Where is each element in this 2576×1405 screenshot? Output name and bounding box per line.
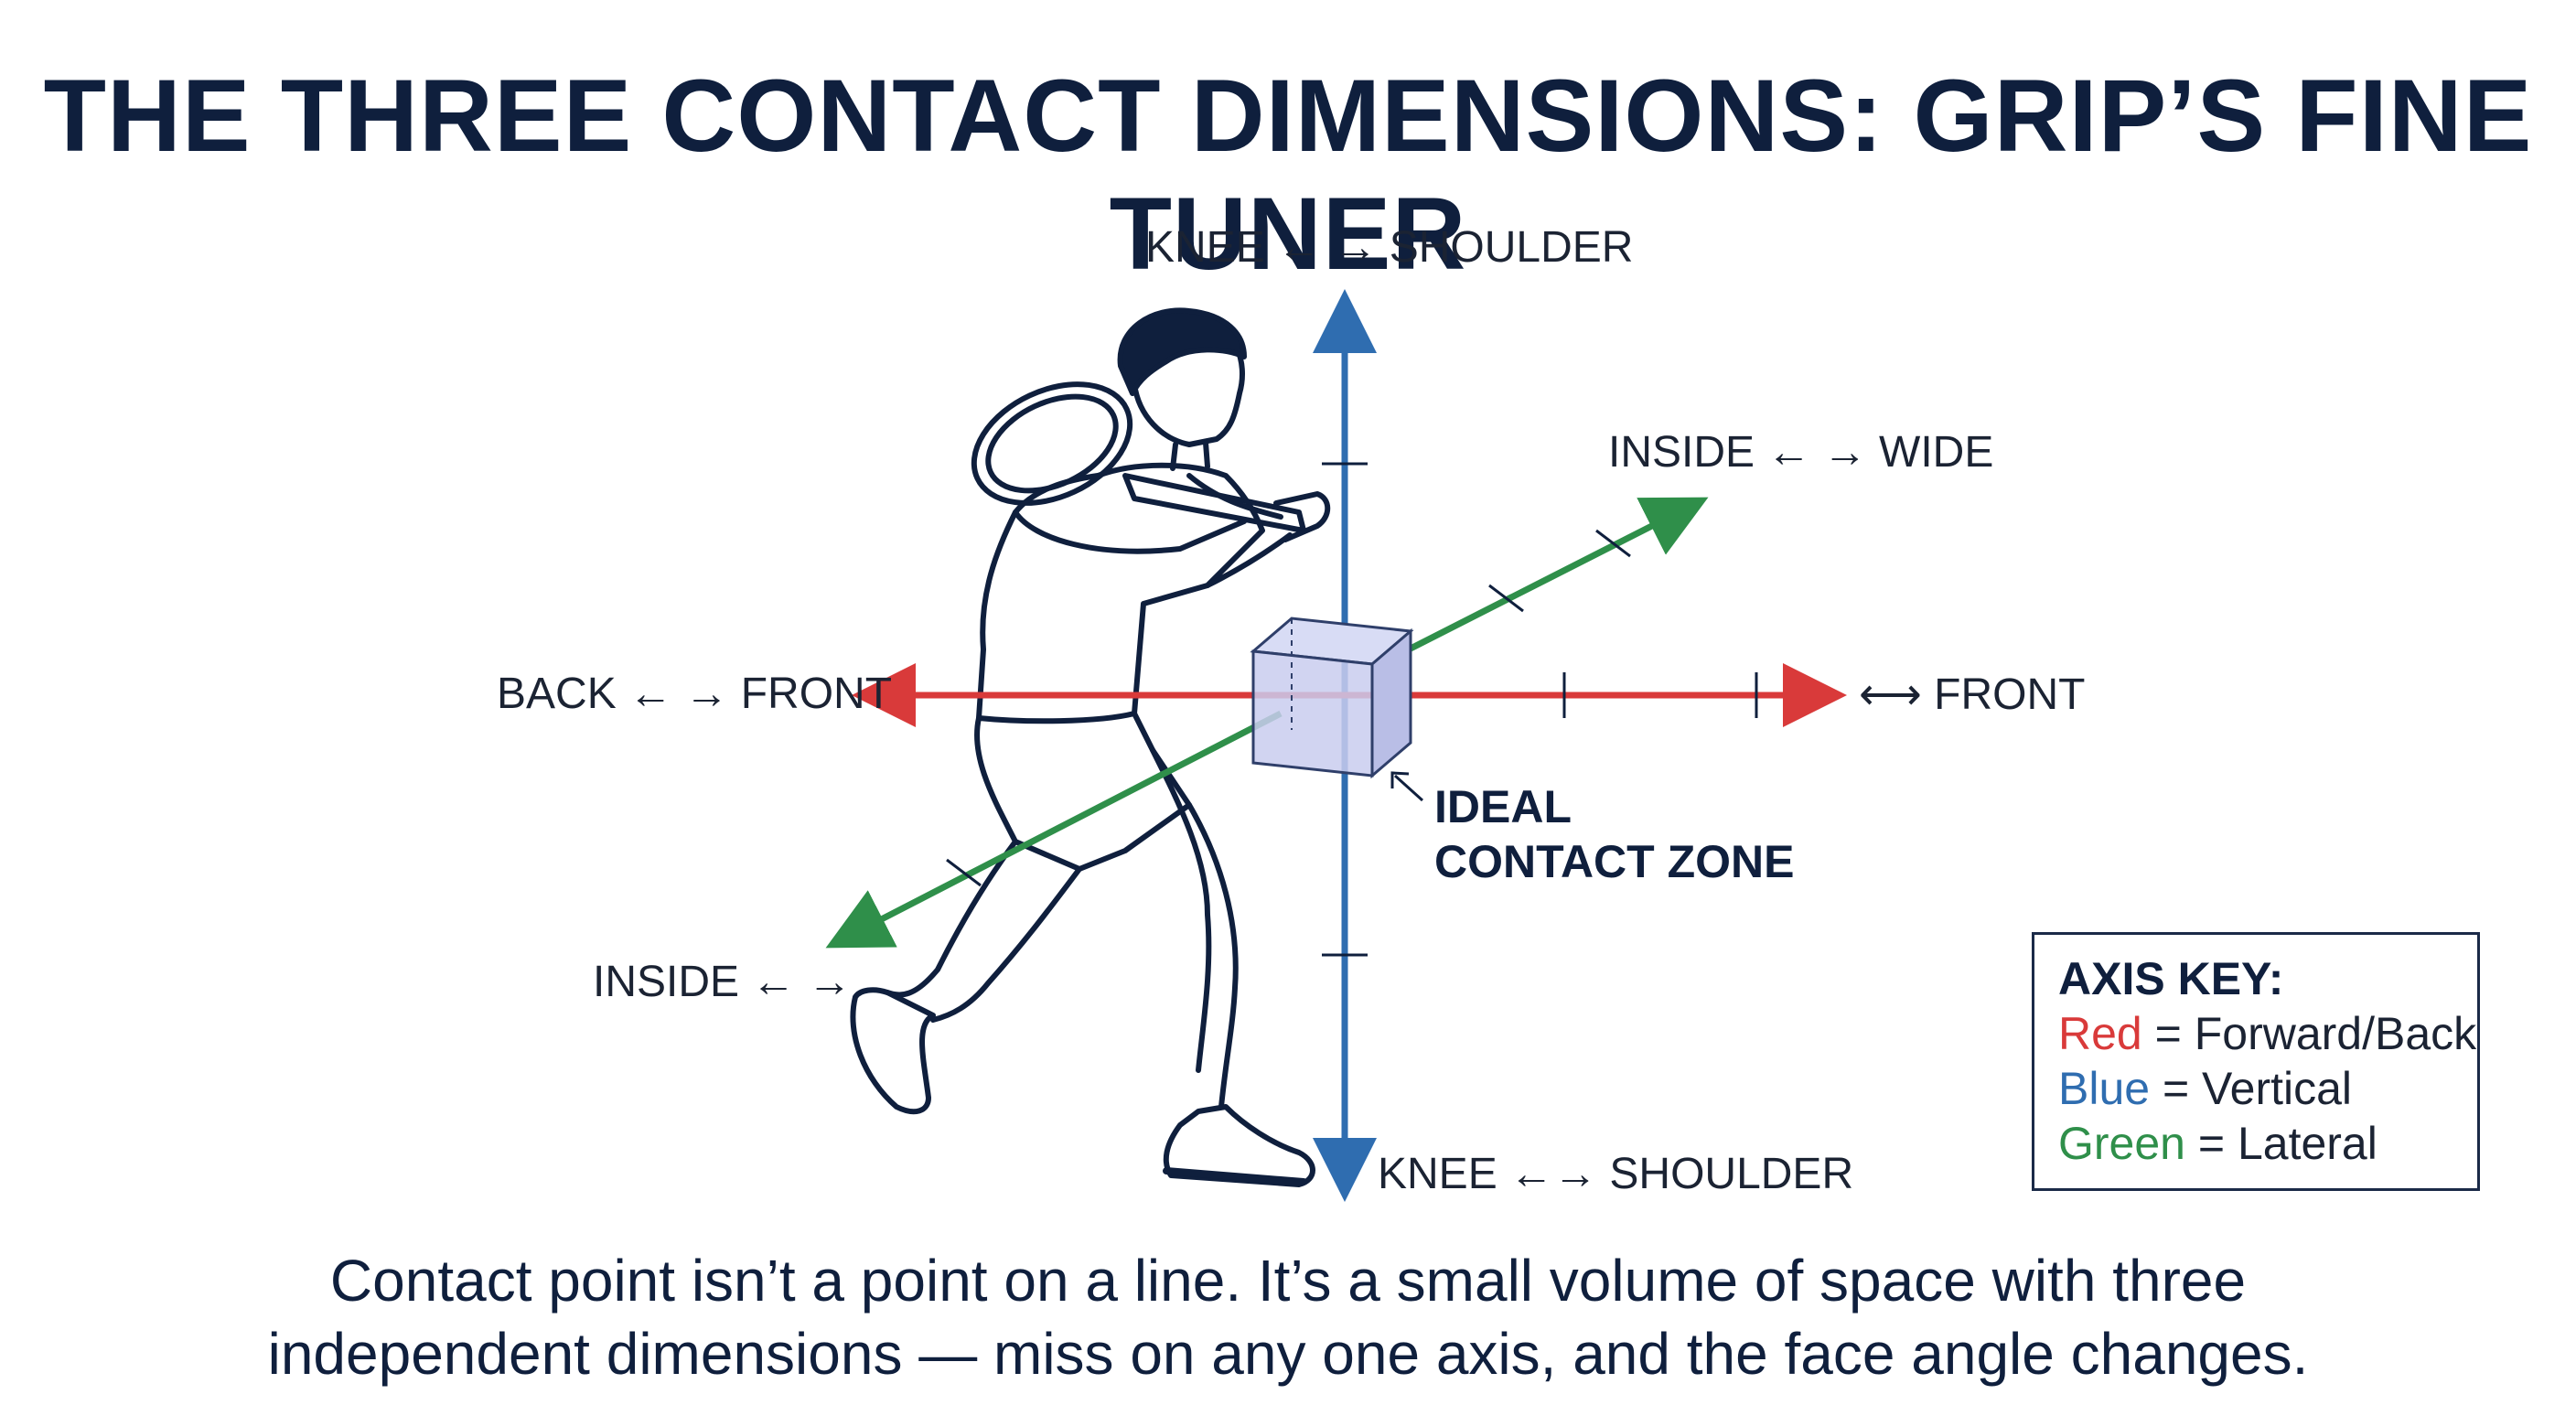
- vertical-axis-bottom-label: KNEE ←→ SHOULDER: [1378, 1150, 1854, 1198]
- axis-key-color-word: Blue: [2058, 1063, 2151, 1114]
- axis-key-box: AXIS KEY: Red = Forward/Back Blue = Vert…: [2032, 932, 2480, 1191]
- lateral-axis: [825, 497, 1709, 949]
- caption-line2: independent dimensions — miss on any one…: [267, 1321, 2309, 1387]
- axis-key-meaning: = Forward/Back: [2141, 1008, 2477, 1059]
- zone-pointer-arrow: [1390, 771, 1424, 802]
- lateral-axis-top-label: INSIDE ← → WIDE: [1608, 428, 1994, 477]
- ideal-contact-zone-cube: [1250, 617, 1414, 779]
- axis-key-title: AXIS KEY:: [2058, 953, 2284, 1004]
- vertical-axis-top-label: KNEE ← → SHOULDER: [1145, 223, 1634, 272]
- axis-key-meaning: = Lateral: [2184, 1118, 2377, 1169]
- tennis-player-illustration: [850, 307, 1331, 1187]
- forward-axis-left-label: BACK ← → FRONT: [497, 670, 893, 718]
- axis-key-item-blue: Blue = Vertical: [2058, 1061, 2477, 1116]
- zone-label-line1: IDEAL: [1434, 781, 1572, 832]
- zone-label-line2: CONTACT ZONE: [1434, 836, 1795, 887]
- forward-axis-right-label: ⟷ FRONT: [1859, 670, 2086, 719]
- ideal-contact-zone-label: IDEAL CONTACT ZONE: [1434, 779, 1794, 889]
- axis-key-item-green: Green = Lateral: [2058, 1116, 2477, 1171]
- lateral-axis-bottom-label: INSIDE ← →: [593, 958, 852, 1006]
- caption-line1: Contact point isn’t a point on a line. I…: [329, 1248, 2247, 1314]
- page-title: THE THREE CONTACT DIMENSIONS: GRIP’S FIN…: [43, 59, 2533, 291]
- axis-key-color-word: Green: [2058, 1118, 2185, 1169]
- axis-key-color-word: Red: [2058, 1008, 2142, 1059]
- axis-key-item-red: Red = Forward/Back: [2058, 1006, 2477, 1061]
- caption-text: Contact point isn’t a point on a line. I…: [0, 1244, 2576, 1390]
- axis-key-meaning: = Vertical: [2150, 1063, 2353, 1114]
